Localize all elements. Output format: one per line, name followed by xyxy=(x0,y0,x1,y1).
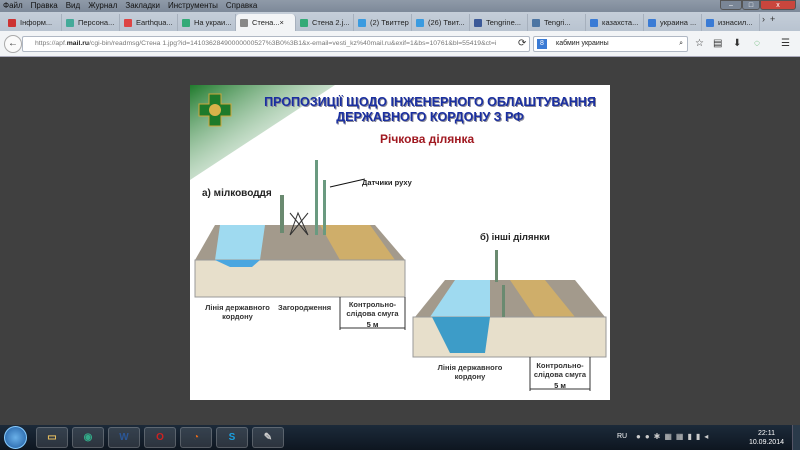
slide-subtitle: Річкова ділянка xyxy=(380,132,475,146)
back-button[interactable]: ← xyxy=(4,34,22,53)
diagram-shallow xyxy=(194,160,406,330)
tab[interactable]: Персона... xyxy=(62,14,120,31)
addon-icon[interactable]: ◌ xyxy=(754,38,760,49)
page-content: ПРОПОЗИЦІЇ ЩОДО ІНЖЕНЕРНОГО ОБЛАШТУВАННЯ… xyxy=(0,57,800,425)
minimize-button[interactable]: – xyxy=(720,0,742,10)
label-shallow: а) мілководдя xyxy=(202,188,272,199)
menu-item[interactable]: Правка xyxy=(30,1,58,10)
bookmarks-list-icon[interactable]: ▤ xyxy=(713,38,723,49)
tab-label: Tengri... xyxy=(544,18,571,27)
menu-item[interactable]: Закладки xyxy=(125,1,161,10)
twitter-icon xyxy=(358,18,366,27)
tab[interactable]: изнасил... xyxy=(702,14,760,31)
tab[interactable]: Стена... × xyxy=(236,14,296,31)
label-strip-b: Контрольно-слідова смуга xyxy=(533,361,587,379)
tab[interactable]: На украи... xyxy=(178,14,236,31)
tab-label: Стена 2.j... xyxy=(312,18,350,27)
tab-label: Tengrine... xyxy=(486,18,522,27)
new-tab-button[interactable]: › + xyxy=(762,14,776,24)
tab-bar: Інформ... Персона... Earthqua... На украи..… xyxy=(0,12,800,31)
tab-label: Earthqua... xyxy=(136,18,173,27)
google-icon: 8 xyxy=(537,39,547,49)
tab[interactable]: (26) Твит... xyxy=(412,14,470,31)
emblem-icon xyxy=(198,93,232,127)
taskbar-skype-icon[interactable]: S xyxy=(216,427,248,448)
search-icon[interactable]: ⌕ xyxy=(679,40,683,47)
label-width-a: 5 м xyxy=(366,320,379,329)
label-other: б) інші ділянки xyxy=(480,232,550,243)
language-indicator[interactable]: RU xyxy=(617,433,628,440)
tab-label: На украи... xyxy=(194,18,232,27)
menu-item[interactable]: Файл xyxy=(3,1,23,10)
menu-item[interactable]: Вид xyxy=(65,1,81,10)
tab-label: казахста... xyxy=(602,18,639,27)
tab[interactable]: Стена 2.j... xyxy=(296,14,354,31)
label-sensors: Датчики руху xyxy=(362,178,412,187)
label-fence: Загородження xyxy=(278,303,332,312)
news-icon xyxy=(8,18,16,27)
url-bar[interactable]: https://apf.mail.ru/cgi-bin/readmsg/Стен… xyxy=(22,36,530,52)
tab[interactable]: украина ... xyxy=(644,14,702,31)
label-width-b: 5 м xyxy=(554,381,566,390)
reload-icon[interactable]: ⟳ xyxy=(518,38,527,49)
show-desktop-button[interactable] xyxy=(792,425,800,450)
globe-icon xyxy=(182,18,190,27)
tab-label: (26) Твит... xyxy=(428,18,465,27)
taskbar-chrome-icon[interactable]: ◉ xyxy=(72,427,104,448)
close-button[interactable]: x xyxy=(760,0,796,10)
tab-label: Персона... xyxy=(78,18,115,27)
taskbar-paint-icon[interactable]: ✎ xyxy=(252,427,284,448)
google-icon xyxy=(706,18,714,27)
label-border-line-a: Лінія державного кордону xyxy=(205,303,270,321)
taskbar-firefox-icon[interactable]: ◔ xyxy=(180,427,212,448)
taskbar-explorer-icon[interactable]: ▭ xyxy=(36,427,68,448)
taskbar-word-icon[interactable]: W xyxy=(108,427,140,448)
tab-label: (2) Твиттер xyxy=(370,18,409,27)
window-controls: – □ x xyxy=(720,0,796,10)
downloads-icon[interactable]: ⬇ xyxy=(733,38,742,49)
navigation-bar: ← https://apf.mail.ru/cgi-bin/readmsg/Ст… xyxy=(0,31,800,57)
facebook-icon xyxy=(474,18,482,27)
tab-label: украина ... xyxy=(660,18,697,27)
tab[interactable]: (2) Твиттер xyxy=(354,14,412,31)
bookmark-star-icon[interactable]: ☆ xyxy=(695,38,704,49)
f-icon xyxy=(66,18,74,27)
quake-icon xyxy=(124,18,132,27)
tab[interactable]: Інформ... xyxy=(4,14,62,31)
menu-icon[interactable]: ☰ xyxy=(781,38,790,49)
image-icon xyxy=(240,18,248,27)
tab-label: изнасил... xyxy=(718,18,753,27)
tray-icons[interactable]: ●●✱▦▦▮▮◂ xyxy=(636,432,713,441)
close-tab-icon[interactable]: × xyxy=(279,18,284,27)
menu-item[interactable]: Инструменты xyxy=(168,1,218,10)
twitter-icon xyxy=(416,18,424,27)
google-icon xyxy=(590,18,598,27)
tab[interactable]: Tengri... xyxy=(528,14,586,31)
maximize-button[interactable]: □ xyxy=(742,0,760,10)
slide-title: ПРОПОЗИЦІЇ ЩОДО ІНЖЕНЕРНОГО ОБЛАШТУВАННЯ… xyxy=(264,95,596,124)
tab[interactable]: казахста... xyxy=(586,14,644,31)
google-icon xyxy=(648,18,656,27)
taskbar-opera-icon[interactable]: O xyxy=(144,427,176,448)
menu-bar: Файл Правка Вид Журнал Закладки Инструменты Сп… xyxy=(0,0,800,12)
tab[interactable]: Earthqua... xyxy=(120,14,178,31)
start-button[interactable] xyxy=(4,426,27,449)
diagram-other xyxy=(412,250,607,391)
globe-icon xyxy=(300,18,308,27)
tab-label: Інформ... xyxy=(20,18,53,27)
label-strip-a: Контрольно-слідова смуга xyxy=(346,300,399,318)
menu-item[interactable]: Справка xyxy=(225,1,258,10)
label-border-line-b: Лінія державного кордону xyxy=(437,363,503,381)
tab-label: Стена... xyxy=(252,18,280,27)
slide-image: ПРОПОЗИЦІЇ ЩОДО ІНЖЕНЕРНОГО ОБЛАШТУВАННЯ… xyxy=(190,85,610,400)
tab[interactable]: Tengrine... xyxy=(470,14,528,31)
menu-item[interactable]: Журнал xyxy=(88,1,118,10)
vk-icon xyxy=(532,18,540,27)
